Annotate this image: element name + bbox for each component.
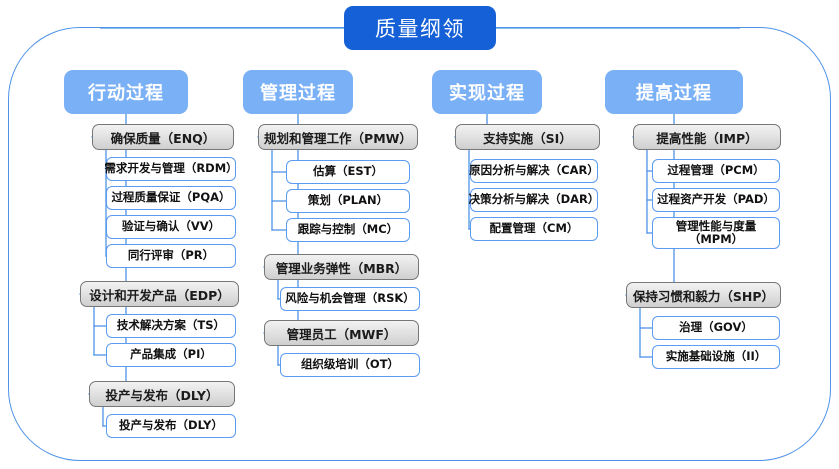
- leaf-box[interactable]: 技术解决方案（TS）: [106, 314, 236, 338]
- leaf-box[interactable]: 需求开发与管理（RDM）: [104, 157, 238, 181]
- leaf-box[interactable]: 风险与机会管理（RSK）: [280, 287, 420, 311]
- leaf-box[interactable]: 实施基础设施（II）: [652, 345, 780, 369]
- leaf-box[interactable]: 治理（GOV）: [652, 316, 780, 340]
- leaf-box[interactable]: 验证与确认（VV）: [106, 215, 236, 239]
- leaf-box[interactable]: 决策分析与解决（DAR）: [469, 188, 599, 212]
- leaf-box[interactable]: 估算（EST）: [286, 160, 410, 184]
- group-box[interactable]: 确保质量（ENQ）: [92, 124, 234, 150]
- group-box[interactable]: 设计和开发产品（EDP）: [80, 281, 239, 307]
- group-box[interactable]: 支持实施（SI）: [455, 124, 600, 150]
- leaf-box[interactable]: 过程质量保证（PQA）: [106, 186, 236, 210]
- group-box[interactable]: 管理业务弹性（MBR）: [264, 254, 419, 280]
- leaf-box[interactable]: 投产与发布（DLY）: [106, 414, 236, 438]
- group-box[interactable]: 规划和管理工作（PMW）: [258, 124, 418, 150]
- group-box[interactable]: 投产与发布（DLY）: [89, 381, 235, 407]
- column-header-0[interactable]: 行动过程: [64, 70, 188, 114]
- leaf-box[interactable]: 组织级培训（OT）: [280, 353, 420, 377]
- leaf-box[interactable]: 配置管理（CM）: [470, 217, 598, 241]
- leaf-box[interactable]: 同行评审（PR）: [106, 244, 236, 268]
- column-header-3[interactable]: 提高过程: [605, 70, 743, 114]
- leaf-box[interactable]: 跟踪与控制（MC）: [286, 218, 410, 242]
- group-box[interactable]: 保持习惯和毅力（SHP）: [626, 282, 781, 308]
- leaf-box[interactable]: 原因分析与解决（CAR）: [469, 159, 599, 183]
- column-header-2[interactable]: 实现过程: [432, 70, 542, 114]
- group-box[interactable]: 提高性能（IMP）: [633, 124, 781, 150]
- leaf-box[interactable]: 产品集成（PI）: [106, 343, 236, 367]
- leaf-box[interactable]: 管理性能与度量（MPM）: [652, 217, 780, 249]
- leaf-box[interactable]: 策划（PLAN）: [286, 189, 410, 213]
- column-header-1[interactable]: 管理过程: [243, 70, 353, 114]
- leaf-box[interactable]: 过程管理（PCM）: [652, 159, 780, 183]
- leaf-box[interactable]: 过程资产开发（PAD）: [652, 188, 780, 212]
- group-box[interactable]: 管理员工（MWF）: [264, 320, 419, 346]
- root-title: 质量纲领: [344, 6, 496, 50]
